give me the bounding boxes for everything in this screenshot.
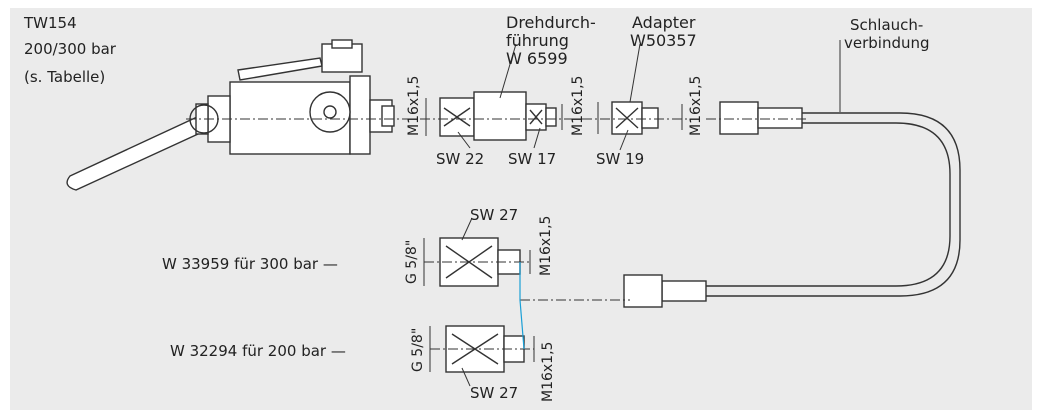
adapter-label-1: Adapter xyxy=(632,13,696,32)
hose-assembly xyxy=(623,101,961,308)
rotary-joint-label-2: führung xyxy=(506,31,569,50)
hose-tube xyxy=(704,112,961,297)
title-line1: TW154 xyxy=(24,14,77,32)
sw27-bottom-label: SW 27 xyxy=(470,384,519,402)
rotary-joint-hex2-mark xyxy=(529,109,543,125)
sw22-label: SW 22 xyxy=(436,150,485,168)
connection-lines xyxy=(519,262,525,350)
valve-stem-hub xyxy=(323,105,337,119)
thread-m16-c: M16x1,5 xyxy=(688,75,704,136)
sw27-top-label: SW 27 xyxy=(470,206,519,224)
adapter-label-2: W50357 xyxy=(630,31,697,50)
adapter-tip xyxy=(641,107,659,129)
ball-valve xyxy=(66,39,395,191)
valve-outlet-tip xyxy=(381,105,395,127)
hose-tube-inner xyxy=(704,122,951,287)
rotary-joint-tip xyxy=(545,107,557,127)
w32294-label: W 32294 für 200 bar — xyxy=(170,342,346,360)
w33959-label: W 33959 für 300 bar — xyxy=(162,255,338,273)
hose-label-2: verbindung xyxy=(844,34,930,52)
thread-g58-b: G 5/8" xyxy=(410,327,426,372)
center-lines xyxy=(186,118,806,350)
hose-ferrule-bottom xyxy=(661,280,707,302)
thread-m16-a: M16x1,5 xyxy=(406,75,422,136)
dimension-lines xyxy=(423,40,841,387)
valve-top-knob xyxy=(331,39,353,49)
rotary-joint-code: W 6599 xyxy=(506,49,568,68)
hose-nut-top xyxy=(719,101,759,135)
rotary-joint-body xyxy=(473,91,527,141)
hose-nut-bottom xyxy=(623,274,663,308)
title-line2: 200/300 bar xyxy=(24,40,116,58)
hose-label-1: Schlauch- xyxy=(850,16,924,34)
sw19-label: SW 19 xyxy=(596,150,645,168)
hose-ferrule-top xyxy=(757,107,803,129)
rotary-joint xyxy=(439,91,557,141)
adapter-hex-mark xyxy=(615,107,639,129)
sw17-label: SW 17 xyxy=(508,150,557,168)
title-line3: (s. Tabelle) xyxy=(24,68,106,86)
valve-body-right xyxy=(349,75,371,155)
thread-m16-e: M16x1,5 xyxy=(540,341,556,402)
adapter-hex xyxy=(611,101,643,135)
thread-g58-a: G 5/8" xyxy=(404,239,420,284)
rotary-joint-hex-mark xyxy=(443,107,471,127)
rotary-joint-label-1: Drehdurch- xyxy=(506,13,596,32)
thread-m16-b: M16x1,5 xyxy=(570,75,586,136)
thread-m16-d: M16x1,5 xyxy=(538,215,554,276)
adapter-fitting xyxy=(611,101,659,135)
